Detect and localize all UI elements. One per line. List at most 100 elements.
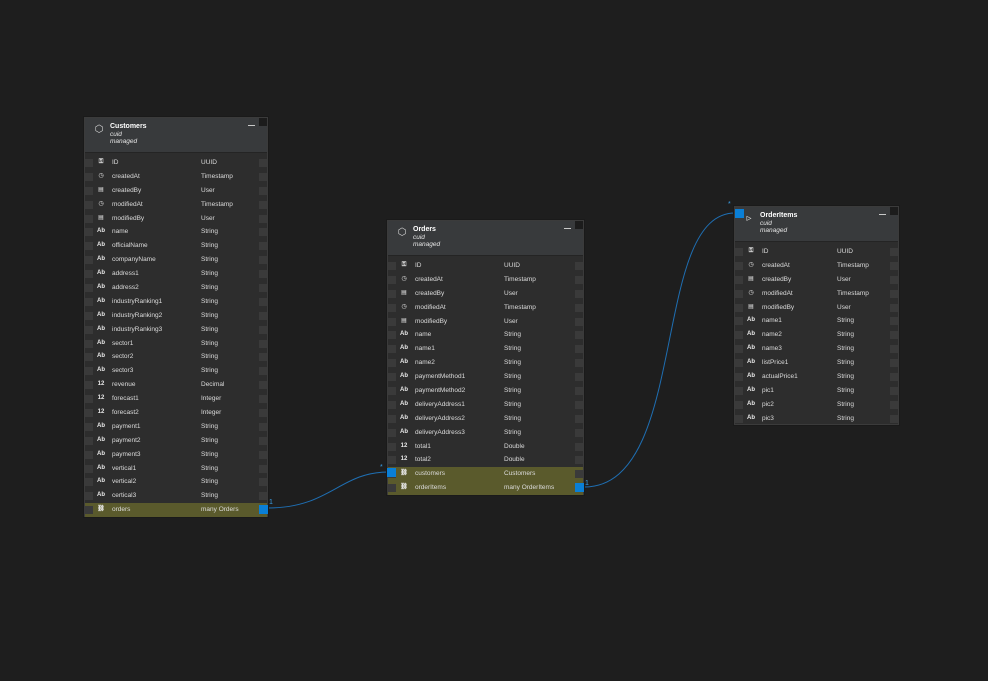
row-handle[interactable]: [890, 275, 898, 284]
row-handle[interactable]: [85, 409, 93, 418]
row-handle[interactable]: [85, 284, 93, 293]
row-handle[interactable]: [735, 275, 743, 284]
row-handle[interactable]: [388, 275, 396, 284]
row-handle[interactable]: [575, 456, 583, 465]
row-handle[interactable]: [575, 289, 583, 298]
port-orders-customers[interactable]: [387, 468, 396, 477]
row-handle[interactable]: [85, 200, 93, 209]
row-handle[interactable]: [85, 339, 93, 348]
row-handle[interactable]: [259, 172, 267, 181]
minimize-icon[interactable]: [248, 125, 255, 126]
row-handle[interactable]: [85, 270, 93, 279]
row-handle[interactable]: [735, 303, 743, 312]
row-handle[interactable]: [735, 331, 743, 340]
row-handle[interactable]: [259, 311, 267, 320]
row-handle[interactable]: [388, 262, 396, 270]
row-handle[interactable]: [735, 359, 743, 368]
row-handle[interactable]: [735, 248, 743, 256]
resize-handle[interactable]: [575, 221, 583, 229]
row-handle[interactable]: [259, 242, 267, 251]
row-handle[interactable]: [85, 464, 93, 473]
row-handle[interactable]: [85, 422, 93, 431]
row-handle[interactable]: [259, 256, 267, 265]
row-handle[interactable]: [85, 172, 93, 181]
row-handle[interactable]: [575, 428, 583, 437]
row-handle[interactable]: [735, 261, 743, 270]
row-handle[interactable]: [575, 275, 583, 284]
minimize-icon[interactable]: [879, 214, 886, 215]
row-handle[interactable]: [575, 345, 583, 354]
row-handle[interactable]: [890, 414, 898, 423]
row-handle[interactable]: [735, 386, 743, 395]
port-orderitems-orders[interactable]: [735, 209, 744, 218]
row-handle[interactable]: [85, 450, 93, 459]
row-handle[interactable]: [259, 325, 267, 334]
row-handle[interactable]: [575, 400, 583, 409]
row-handle[interactable]: [388, 373, 396, 382]
row-handle[interactable]: [890, 386, 898, 395]
row-handle[interactable]: [890, 359, 898, 368]
row-handle[interactable]: [259, 492, 267, 501]
row-handle[interactable]: [388, 331, 396, 340]
row-handle[interactable]: [259, 159, 267, 167]
row-handle[interactable]: [388, 303, 396, 312]
row-handle[interactable]: [890, 373, 898, 382]
row-handle[interactable]: [388, 387, 396, 396]
row-handle[interactable]: [388, 400, 396, 409]
row-handle[interactable]: [735, 345, 743, 354]
row-handle[interactable]: [259, 409, 267, 418]
row-handle[interactable]: [735, 289, 743, 298]
link-customers-orders[interactable]: [267, 471, 389, 509]
row-handle[interactable]: [890, 261, 898, 270]
row-handle[interactable]: [575, 387, 583, 396]
row-handle[interactable]: [259, 436, 267, 445]
row-handle[interactable]: [890, 317, 898, 326]
row-handle[interactable]: [85, 311, 93, 320]
row-handle[interactable]: [735, 317, 743, 326]
row-handle[interactable]: [575, 470, 583, 479]
entity-header[interactable]: ⬡ Orders cuid managed: [388, 221, 583, 256]
row-handle[interactable]: [388, 414, 396, 423]
row-handle[interactable]: [259, 395, 267, 404]
row-handle[interactable]: [85, 297, 93, 306]
row-handle[interactable]: [85, 228, 93, 237]
row-handle[interactable]: [259, 422, 267, 431]
row-handle[interactable]: [259, 270, 267, 279]
row-handle[interactable]: [575, 414, 583, 423]
row-handle[interactable]: [890, 345, 898, 354]
port-customers-orders[interactable]: [259, 505, 268, 514]
row-handle[interactable]: [85, 159, 93, 167]
row-handle[interactable]: [85, 506, 93, 515]
